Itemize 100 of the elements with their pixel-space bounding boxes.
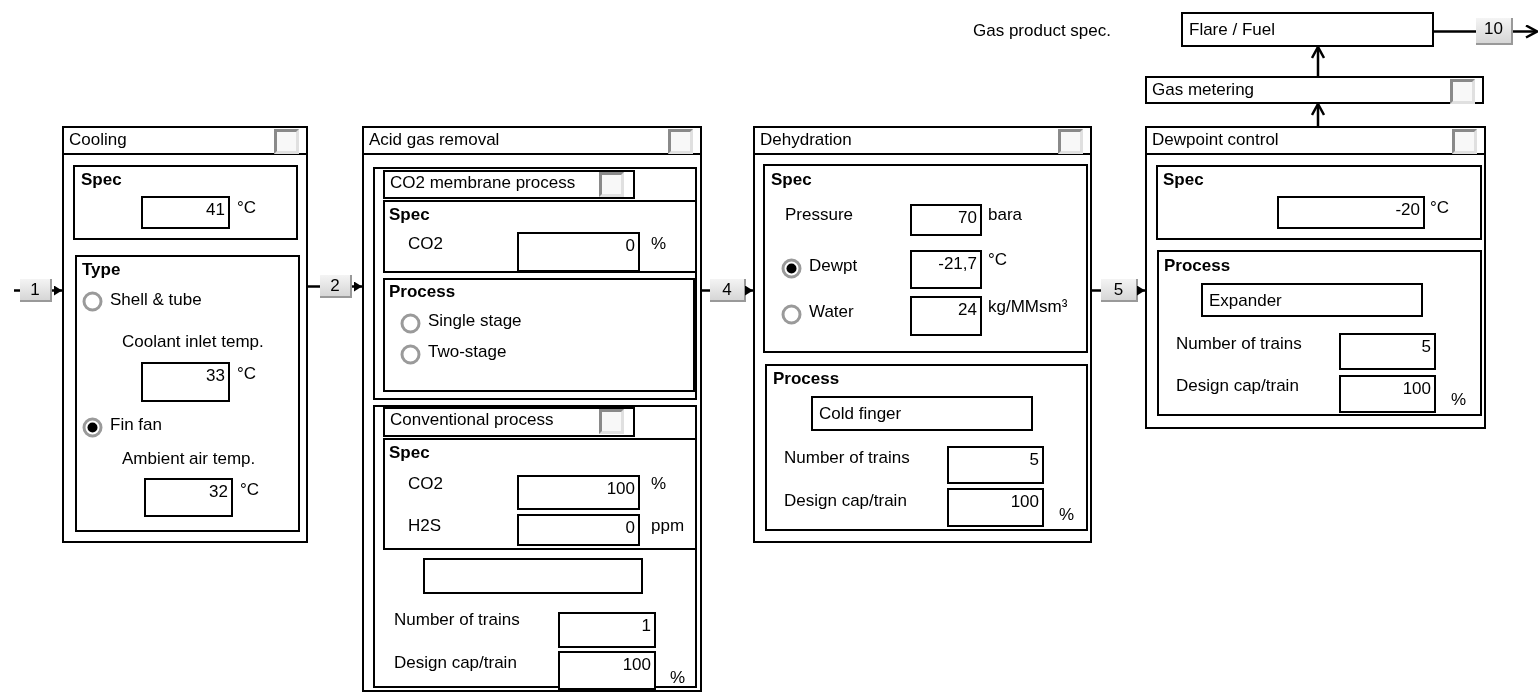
input-field: 70 [910,204,982,236]
panel-heading: Process [389,282,456,302]
input-field: 100 [517,475,640,510]
arrow [1513,24,1538,39]
settings-panel [383,200,697,273]
panel-heading: Spec [389,443,430,463]
field-label: % [651,234,667,254]
panel-heading: Spec [771,170,812,190]
settings-panel [765,364,1088,531]
settings-panel [383,438,697,550]
stream-number-tag: 1 [20,279,52,302]
option-label: Shell & tube [110,290,202,310]
field-label: CO2 [408,234,443,254]
stream-number-tag: 10 [1476,18,1513,45]
block-title: Dehydration [760,130,852,150]
process-block [1145,126,1486,429]
connector-line [1434,30,1476,33]
stream-number-tag: 4 [710,279,746,302]
arrow [52,285,62,296]
block-title: Gas metering [1152,80,1255,100]
field-label: °C [237,364,257,384]
field-label: °C [240,480,260,500]
option-label: Two-stage [428,342,507,362]
block-title: Acid gas removal [369,130,500,150]
section-title: CO2 membrane process [390,173,576,193]
input-field: Expander [1201,283,1423,317]
stream-number-tag: 5 [1101,279,1138,302]
panel-heading: Process [773,369,840,389]
input-field: Flare / Fuel [1181,12,1434,47]
input-field: 100 [947,488,1044,527]
process-block [753,126,1092,543]
arrow [745,285,753,296]
input-field: 24 [910,296,982,336]
field-label: % [670,668,686,688]
connector-line [1092,289,1101,292]
field-label: Pressure [785,205,854,225]
arrow [1310,45,1326,76]
settings-panel [763,164,1088,353]
field-label: CO2 [408,474,443,494]
input-field: 33 [141,362,230,402]
process-block [1145,76,1484,104]
settings-panel [1156,165,1482,240]
stream-number-tag: 2 [320,275,352,298]
panel-heading: Type [82,260,121,280]
settings-panel [75,255,300,532]
field-label: Number of trains [1176,334,1302,354]
process-block [362,126,702,692]
arrow [1310,102,1326,126]
option-label: Coolant inlet temp. [122,332,264,352]
field-label: H2S [408,516,442,536]
field-label: kg/MMsm³ [988,297,1068,317]
field-label: Water [809,302,854,322]
field-label: % [651,474,667,494]
input-field: -21,7 [910,250,982,289]
settings-panel [1157,250,1482,416]
field-label: °C [237,198,257,218]
field-label: Design cap/train [1176,376,1299,396]
input-field: 1 [558,612,656,648]
field-label: Number of trains [394,610,520,630]
input-field: 0 [517,514,640,546]
input-field: Cold finger [811,396,1033,431]
option-group-panel [373,405,697,688]
input-field: 32 [144,478,233,517]
field-label: Dewpt [809,256,858,276]
option-group-panel [373,167,697,400]
input-field: -20 [1277,196,1425,229]
input-field: 5 [1339,333,1436,370]
panel-heading: Spec [1163,170,1204,190]
process-block [62,126,308,543]
field-label: Number of trains [784,448,910,468]
input-field [423,558,643,594]
arrow [352,281,362,292]
input-field: 5 [947,446,1044,484]
input-field: 100 [558,651,656,690]
settings-panel [383,278,695,392]
option-label: Ambient air temp. [122,449,256,469]
field-label: % [1059,505,1075,525]
settings-panel [73,165,298,240]
section-header [383,170,635,199]
section-header [383,407,635,437]
panel-heading: Process [1164,256,1231,276]
input-field: 41 [141,196,230,229]
field-label: % [1451,390,1467,410]
field-label: Gas product spec. [973,21,1111,41]
option-label: Single stage [428,311,522,331]
arrow [1137,285,1145,296]
panel-heading: Spec [389,205,430,225]
panel-heading: Spec [81,170,122,190]
section-title: Conventional process [390,410,554,430]
field-label: °C [988,250,1008,270]
option-label: Fin fan [110,415,162,435]
block-title: Cooling [69,130,127,150]
connector-line [14,289,20,292]
block-title: Dewpoint control [1152,130,1279,150]
connector-line [308,285,320,288]
field-label: Design cap/train [394,653,517,673]
field-label: Design cap/train [784,491,907,511]
connector-line [702,289,710,292]
input-field: 0 [517,232,640,272]
input-field: 100 [1339,375,1436,413]
